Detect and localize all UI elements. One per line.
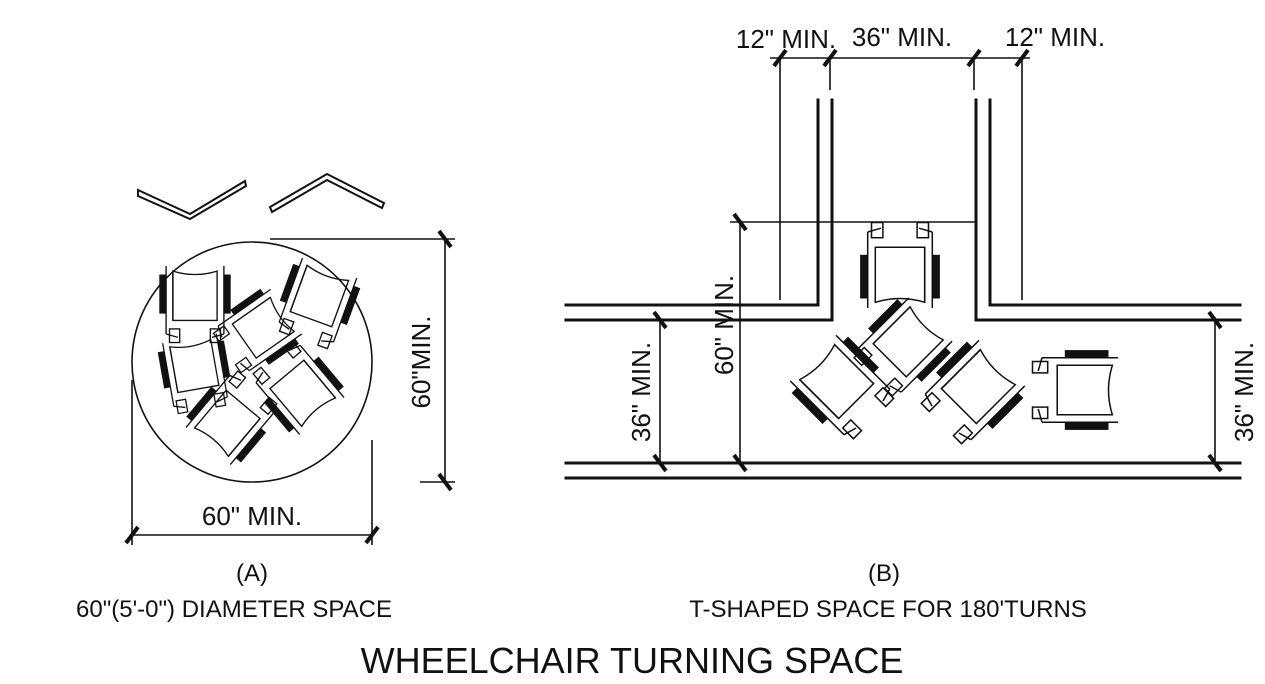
dimension-label-top-left: 12" MIN. xyxy=(736,24,836,54)
dimension-height-a: 60"MIN. xyxy=(270,229,455,492)
panel-b: 12" MIN. 36" MIN. 12" MIN. 36" MIN. 60" … xyxy=(564,22,1259,623)
turning-circle xyxy=(131,241,373,483)
diagram-title: WHEELCHAIR TURNING SPACE xyxy=(361,640,904,681)
dimension-label-left-corridor: 36" MIN. xyxy=(626,342,656,442)
dimension-label-top-right: 12" MIN. xyxy=(1005,22,1105,52)
dimension-right-corridor: 36" MIN. xyxy=(1207,310,1259,473)
wheelchair-rotation-sequence xyxy=(155,255,364,470)
panel-a-caption: 60"(5'-0") DIAMETER SPACE xyxy=(76,596,392,623)
dimension-width-a: 60" MIN. xyxy=(124,380,380,545)
direction-chevron-left xyxy=(137,179,248,221)
panel-b-caption: T-SHAPED SPACE FOR 180'TURNS xyxy=(689,596,1087,623)
direction-chevron-right xyxy=(268,172,386,214)
dimension-label-depth: 60" MIN. xyxy=(709,275,739,375)
dimension-top-chain: 12" MIN. 36" MIN. 12" MIN. xyxy=(736,22,1105,300)
wheelchair-three-point-turn xyxy=(784,221,1119,453)
panel-b-letter: (B) xyxy=(868,560,900,587)
dimension-label-width: 60" MIN. xyxy=(202,501,302,531)
dimension-left-corridor: 36" MIN. xyxy=(626,310,668,473)
dimension-label-top-mid: 36" MIN. xyxy=(852,22,952,52)
dimension-label-right-corridor: 36" MIN. xyxy=(1229,342,1259,442)
panel-a-letter: (A) xyxy=(236,560,268,587)
t-shaped-walls xyxy=(564,98,1242,480)
dimension-label-height: 60"MIN. xyxy=(406,315,436,408)
panel-a: 60" MIN. 60"MIN. (A) 60"(5'-0") DIAMETER… xyxy=(76,172,455,623)
dimension-depth: 60" MIN. xyxy=(709,212,976,473)
